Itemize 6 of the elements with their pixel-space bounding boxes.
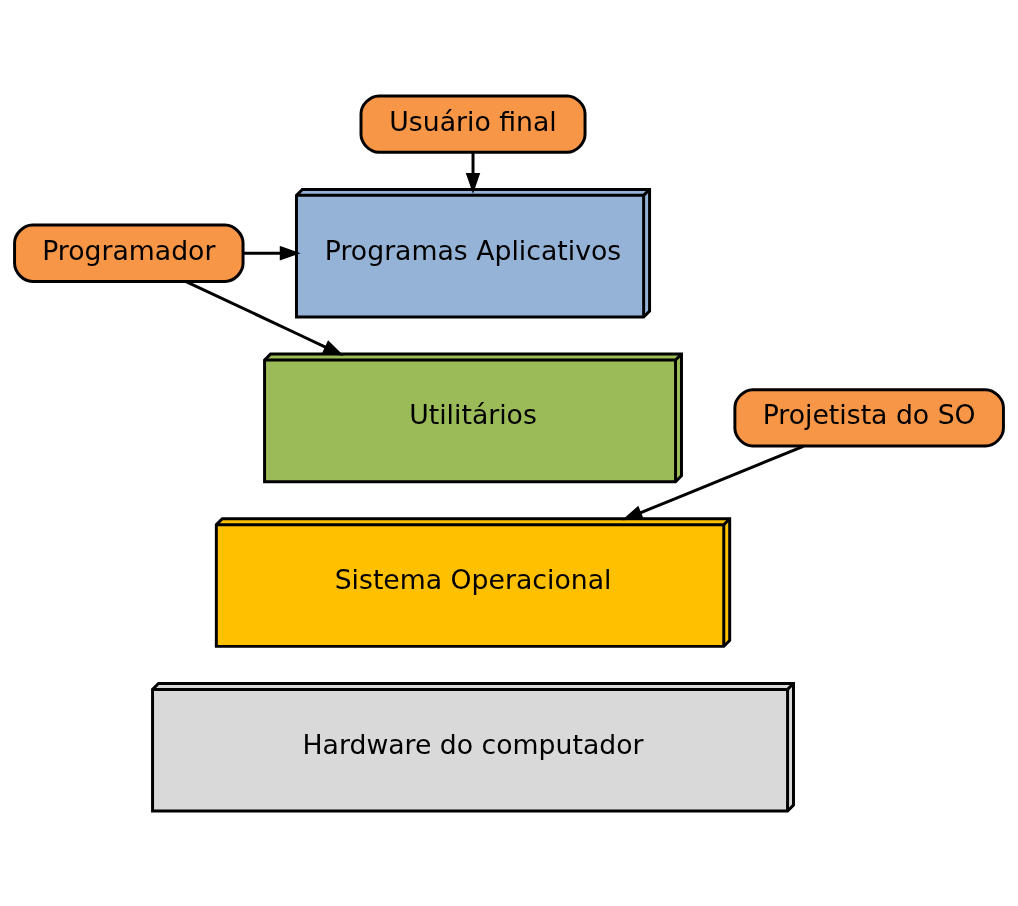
node-box: Projetista do SO [733, 387, 1005, 448]
node-box: Programador [13, 223, 245, 283]
arrow [621, 444, 804, 520]
arrow [465, 151, 481, 194]
node-box: Usuário final [359, 93, 587, 154]
arrow [243, 245, 301, 260]
